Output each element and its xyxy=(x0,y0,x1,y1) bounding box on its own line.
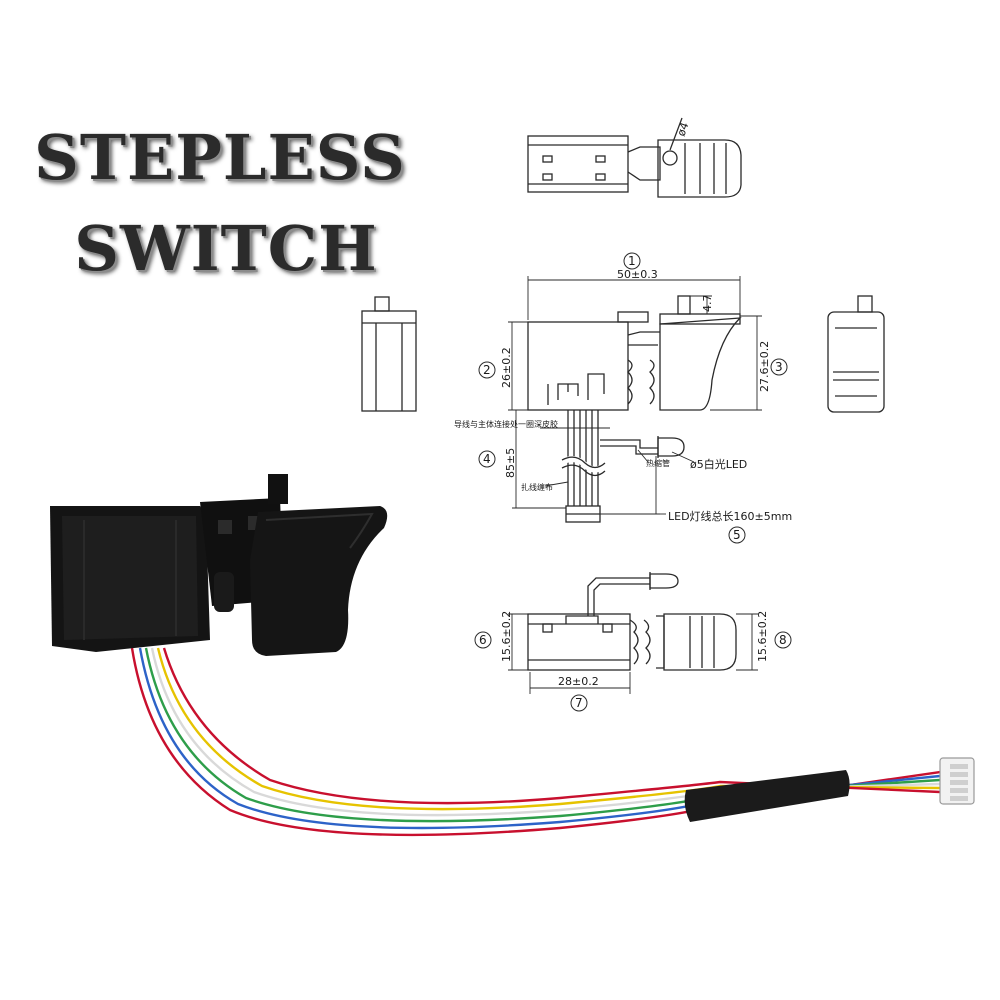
note-sleeve: 热缩管 xyxy=(646,458,670,468)
side-view-dimensions xyxy=(508,276,762,515)
dim-base: 28±0.2 xyxy=(558,675,599,688)
dim-led: ø5白光LED xyxy=(690,457,747,471)
svg-text:1: 1 xyxy=(628,254,636,268)
marker-7: 7 xyxy=(570,694,588,712)
marker-5: 5 xyxy=(728,526,746,544)
right-end-view xyxy=(827,295,885,413)
dim-length: 50±0.3 xyxy=(617,268,658,281)
svg-text:3: 3 xyxy=(775,360,783,374)
svg-text:7: 7 xyxy=(575,696,583,710)
bottom-view-dimensions xyxy=(508,613,758,694)
dim-width-trigger: 15.6±0.2 xyxy=(756,611,769,662)
svg-text:8: 8 xyxy=(779,633,787,647)
svg-text:2: 2 xyxy=(483,363,491,377)
dim-led-wire: LED灯线总长160±5mm xyxy=(668,509,792,523)
callout-markers: 1 2 3 4 5 6 7 8 xyxy=(474,252,792,712)
top-view xyxy=(527,117,742,198)
dim-nub: 4.7 xyxy=(701,295,714,313)
heat-shrink-sleeve xyxy=(684,770,850,822)
switch-trigger xyxy=(250,506,388,656)
svg-text:5: 5 xyxy=(733,528,741,542)
title-stepless: STEPLESS xyxy=(34,121,406,194)
bottom-view xyxy=(527,572,737,671)
dim-pivot-diameter: ø4 xyxy=(675,121,692,138)
svg-text:6: 6 xyxy=(479,633,487,647)
marker-4: 4 xyxy=(478,450,496,468)
dim-cable-length: 85±5 xyxy=(504,448,517,478)
note-glue: 导线与主体连接处一圈深皮胶 xyxy=(454,419,558,429)
marker-6: 6 xyxy=(474,631,492,649)
left-end-view xyxy=(361,296,417,412)
marker-8: 8 xyxy=(774,631,792,649)
dim-height-body: 26±0.2 xyxy=(500,347,513,388)
dim-width-body: 15.6±0.2 xyxy=(500,611,513,662)
wire-harness xyxy=(130,647,941,837)
wire-connector xyxy=(939,757,975,805)
side-view xyxy=(527,295,742,523)
svg-text:4: 4 xyxy=(483,452,491,466)
dim-height-trigger: 27.6±0.2 xyxy=(758,341,771,392)
note-tie: 扎线缠布 xyxy=(521,482,553,492)
marker-1: 1 xyxy=(623,252,641,270)
marker-2: 2 xyxy=(478,361,496,379)
switch-product-photo xyxy=(50,474,975,837)
marker-3: 3 xyxy=(770,358,788,376)
switch-nub xyxy=(268,474,288,504)
title-switch: SWITCH xyxy=(74,212,378,285)
